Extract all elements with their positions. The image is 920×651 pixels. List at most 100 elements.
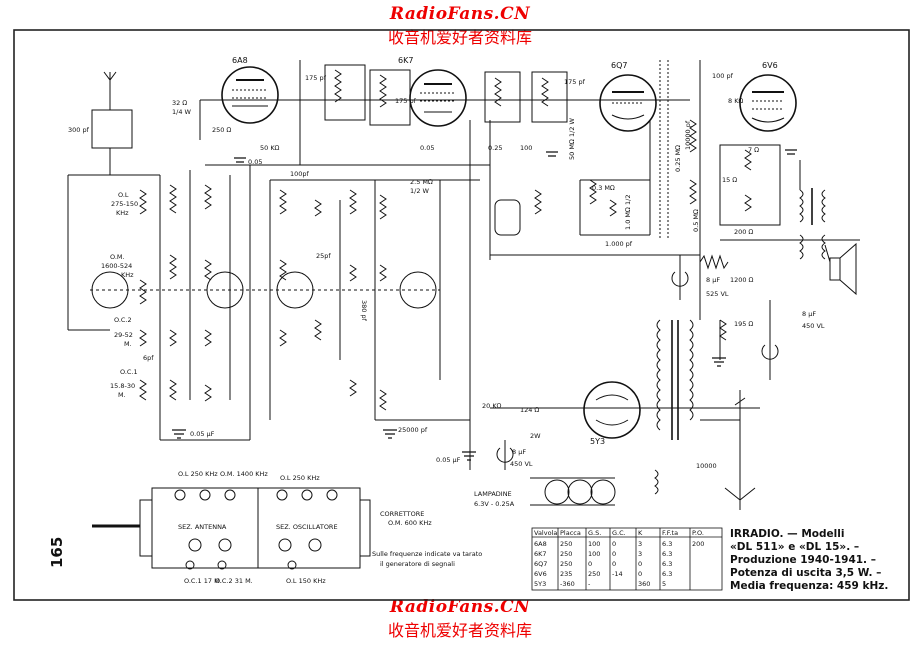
table-cell: 6.3 — [662, 560, 672, 568]
table-cell: 0 — [588, 560, 592, 568]
label-175pf-b: 175 pf — [395, 97, 417, 105]
tube-6v6-label: 6V6 — [762, 61, 778, 70]
label-oc2: O.C.2 — [114, 316, 132, 324]
calibration-note-1: Sulle frequenze indicate va tarato — [372, 550, 482, 558]
table-cell: 6.3 — [662, 540, 672, 548]
label-oc1: O.C.1 — [120, 368, 138, 376]
switch-bottom-label-3: O.L 150 KHz — [286, 577, 326, 585]
label-8k: 8 KΩ — [728, 97, 743, 105]
label-005-b: 0.05 — [420, 144, 434, 152]
label-20k: 20 KΩ — [482, 402, 502, 410]
model-info: IRRADIO. — Modelli «DL 511» e «DL 15». –… — [730, 528, 888, 592]
label-32ohm: 32 Ω — [172, 99, 187, 107]
table-cell: 0 — [638, 570, 642, 578]
label-7ohm: 7 Ω — [748, 146, 759, 154]
table-cell: 3 — [638, 540, 642, 548]
label-005uf-b: 0.05 μF — [436, 456, 461, 464]
label-250ohm: 250 Ω — [212, 126, 231, 134]
label-50k: 50 KΩ — [260, 144, 280, 152]
label-025m: 0.25 MΩ — [674, 145, 682, 172]
label-15ohm: 15 Ω — [722, 176, 737, 184]
table-cell: 235 — [560, 570, 572, 578]
watermark-chinese: 收音机爱好者资料库 — [387, 28, 532, 47]
label-ol-range: 275-150 — [111, 200, 138, 208]
label-100pf-a: 100pf — [290, 170, 310, 178]
label-2w: 2W — [530, 432, 541, 440]
label-10m: 1.0 MΩ 1/2 — [624, 194, 632, 230]
label-450vl-a: 450 VL — [802, 322, 825, 330]
section-antenna-label: SEZ. ANTENNA — [178, 523, 227, 531]
table-cell: 0 — [638, 560, 642, 568]
calibration-note-2: il generatore di segnali — [380, 560, 455, 568]
section-oscillator-label: SEZ. OSCILLATORE — [276, 523, 338, 531]
label-450vl-b: 450 VL — [510, 460, 533, 468]
table-cell: 200 — [692, 540, 704, 548]
table-cell: 250 — [560, 560, 572, 568]
table-header-cell: Valvola — [534, 529, 557, 537]
info-line-1: IRRADIO. — Modelli — [730, 528, 844, 540]
label-oc2-range: 29-52 — [114, 331, 133, 339]
label-100: 100 — [520, 144, 532, 152]
switch-top-label-3: O.L 250 KHz — [280, 474, 320, 482]
switch-top-label-1: O.L 250 KHz — [178, 470, 218, 478]
label-380pf: 380 pf — [360, 300, 368, 322]
table-header-cell: K — [638, 529, 643, 537]
table-cell: 250 — [560, 550, 572, 558]
switch-bottom-label-1: O.C.1 17 M. — [184, 577, 222, 585]
component-labels: 300 pf O.L 275-150 KHz O.M. 1600-524 KHz… — [68, 72, 825, 508]
label-25m: 2.5 MΩ — [410, 178, 433, 186]
table-header-cell: G.C. — [612, 529, 626, 537]
label-ol-unit: KHz — [116, 209, 129, 217]
table-header-cell: Placca — [560, 529, 581, 537]
table-cell: 5Y3 — [534, 580, 546, 588]
table-cell: 250 — [560, 540, 572, 548]
tube-5y3-label: 5Y3 — [590, 437, 605, 446]
band-switch-panel: O.L 250 KHz O.M. 1400 KHz O.L 250 KHz SE… — [92, 470, 482, 585]
table-cell: 250 — [588, 570, 600, 578]
table-cell: 6Q7 — [534, 560, 547, 568]
label-10000-b: 10000 — [696, 462, 717, 470]
label-om: O.M. — [110, 253, 125, 261]
label-525vl: 525 VL — [706, 290, 729, 298]
info-line-4: Potenza di uscita 3,5 W. – — [730, 567, 881, 579]
watermark-brand: RadioFans.CN — [389, 4, 531, 24]
table-cell: 5 — [662, 580, 666, 588]
info-line-2: «DL 511» e «DL 15». – — [730, 541, 859, 553]
label-6pf: 6pf — [143, 354, 154, 362]
label-50m: 50 MΩ 1/2 W — [568, 117, 576, 160]
table-cell: 6V6 — [534, 570, 547, 578]
switch-bottom-label-2: O.C.2 31 M. — [215, 577, 253, 585]
label-005uf-a: 0.05 μF — [190, 430, 215, 438]
page-number: 165 — [48, 537, 66, 568]
watermark-bottom: RadioFans.CN 收音机爱好者资料库 — [0, 597, 920, 641]
table-cell: 0 — [612, 540, 616, 548]
label-300pf: 300 pf — [68, 126, 90, 134]
label-25m-w: 1/2 W — [410, 187, 430, 195]
wiring — [67, 60, 860, 510]
table-cell: 6A8 — [534, 540, 547, 548]
table-cell: 6K7 — [534, 550, 547, 558]
label-om-unit: KHz — [121, 271, 134, 279]
table-cell: 0 — [612, 560, 616, 568]
table-cell: - — [588, 580, 591, 588]
table-cell: 360 — [638, 580, 650, 588]
label-8uf-b: 8 μF — [802, 310, 816, 318]
label-25pf: 25pf — [316, 252, 331, 260]
label-8uf-c: 8 μF — [512, 448, 526, 456]
table-cell: 6.3 — [662, 550, 672, 558]
label-32ohm-w: 1/4 W — [172, 108, 192, 116]
label-175pf-a: 175 pf — [305, 74, 327, 82]
table-cell: -14 — [612, 570, 623, 578]
table-cell: 100 — [588, 550, 600, 558]
correttore-label: CORRETTORE — [380, 510, 424, 518]
watermark-top: RadioFans.CN 收音机爱好者资料库 — [0, 4, 920, 48]
label-1000pf: 1.000 pf — [605, 240, 633, 248]
table-cell: 100 — [588, 540, 600, 548]
label-195ohm: 195 Ω — [734, 320, 753, 328]
tube-6k7-label: 6K7 — [398, 56, 413, 65]
label-1200ohm: 1200 Ω — [730, 276, 754, 284]
table-header-cell: P.O. — [692, 529, 704, 537]
table-cell: 0 — [612, 550, 616, 558]
tube-labels: 6A8 6K7 6Q7 6V6 5Y3 — [232, 56, 778, 446]
info-line-3: Produzione 1940-1941. – — [730, 554, 876, 566]
